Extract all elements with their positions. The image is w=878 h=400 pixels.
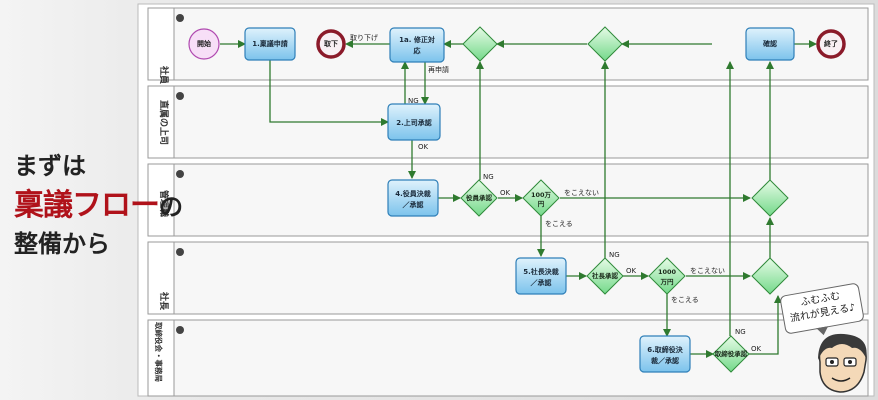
lane-direct-boss: 直属の上司	[147, 85, 869, 159]
headline-emphasis: 稟議フロー	[14, 188, 160, 223]
lane-label: 管理職	[158, 190, 170, 217]
svg-text:／承認: ／承認	[531, 278, 552, 287]
lane-label: 取締役会・事務局	[154, 322, 164, 382]
headline-line3: 整備から	[14, 230, 110, 258]
svg-text:1.稟議申請: 1.稟議申請	[252, 39, 288, 48]
svg-text:開始: 開始	[197, 39, 211, 48]
start-event: 開始	[188, 28, 220, 60]
person-icon	[176, 326, 184, 334]
lane-label: 直属の上司	[158, 100, 170, 145]
gateway-officer-decision: 役員承認	[460, 179, 498, 217]
flow-label: NG	[483, 173, 494, 181]
person-icon	[176, 248, 184, 256]
flow-label: OK	[500, 189, 511, 197]
person-icon	[176, 170, 184, 178]
svg-text:裁／承認: 裁／承認	[651, 356, 679, 365]
task-apply: 1.稟議申請	[244, 27, 296, 61]
svg-text:確認: 確認	[763, 39, 777, 48]
task-confirm: 確認	[745, 27, 795, 61]
flow-label: NG	[408, 97, 419, 105]
gateway-approved-merge	[751, 179, 789, 217]
task-board-approval: 6.取締役決 裁／承認	[639, 335, 691, 373]
gateway-president-merge	[751, 257, 789, 295]
flow-label: NG	[609, 251, 620, 259]
svg-text:2.上司承認: 2.上司承認	[396, 118, 432, 127]
svg-text:応: 応	[414, 46, 421, 55]
flow-label: をこえる	[545, 220, 573, 228]
svg-text:／承認: ／承認	[403, 200, 424, 209]
task-officer-approval: 4.役員決裁 ／承認	[387, 179, 439, 217]
gateway-board-decision: 取締役承認	[712, 335, 750, 373]
character-face-icon	[818, 333, 867, 393]
flow-label: 再申請	[428, 65, 449, 74]
gateway-amount-100: 100万 円	[522, 179, 560, 217]
svg-text:万円: 万円	[660, 278, 675, 286]
flow-label: OK	[751, 345, 762, 353]
flow-label: をこえない	[690, 267, 725, 275]
lane-label: 社長	[158, 291, 170, 311]
end-event: 終了	[816, 29, 846, 59]
headline-line2: 稟議フローの	[14, 180, 183, 224]
task-fix: 1a. 修正対 応	[389, 27, 445, 63]
lane-board: 取締役会・事務局	[147, 319, 869, 397]
gateway-mid-merge	[587, 26, 623, 62]
svg-text:社長承認: 社長承認	[592, 271, 619, 280]
gateway-fix-merge	[462, 26, 498, 62]
svg-text:4.役員決裁: 4.役員決裁	[395, 189, 431, 198]
flow-arrow	[749, 295, 782, 355]
flow-label: をこえる	[671, 296, 699, 304]
svg-text:100万: 100万	[531, 191, 552, 199]
svg-text:1000: 1000	[658, 268, 677, 276]
lane-label: 社員	[158, 65, 170, 84]
gateway-amount-1000: 1000 万円	[648, 257, 686, 295]
svg-text:円: 円	[538, 200, 545, 208]
person-icon	[176, 14, 184, 22]
svg-text:6.取締役決: 6.取締役決	[647, 345, 684, 354]
svg-text:5.社長決裁: 5.社長決裁	[523, 267, 559, 276]
svg-text:取下: 取下	[324, 39, 338, 48]
flow-label: OK	[418, 143, 429, 151]
flow-arrow	[269, 60, 389, 126]
headline-line1: まずは	[14, 152, 86, 180]
task-president-approval: 5.社長決裁 ／承認	[515, 257, 567, 295]
task-boss-approval: 2.上司承認	[387, 103, 441, 141]
svg-text:役員承認: 役員承認	[466, 193, 493, 202]
headline-suffix: の	[159, 193, 183, 221]
flow-label: 取り下げ	[350, 33, 378, 42]
flow-label: NG	[735, 328, 746, 336]
svg-text:終了: 終了	[824, 39, 838, 48]
svg-text:1a. 修正対: 1a. 修正対	[399, 35, 435, 44]
flow-label: をこえない	[564, 189, 599, 197]
withdraw-event: 取下	[316, 29, 346, 59]
gateway-president-decision: 社長承認	[586, 257, 624, 295]
svg-text:取締役承認: 取締役承認	[715, 349, 748, 358]
person-icon	[176, 92, 184, 100]
flow-label: OK	[626, 267, 637, 275]
